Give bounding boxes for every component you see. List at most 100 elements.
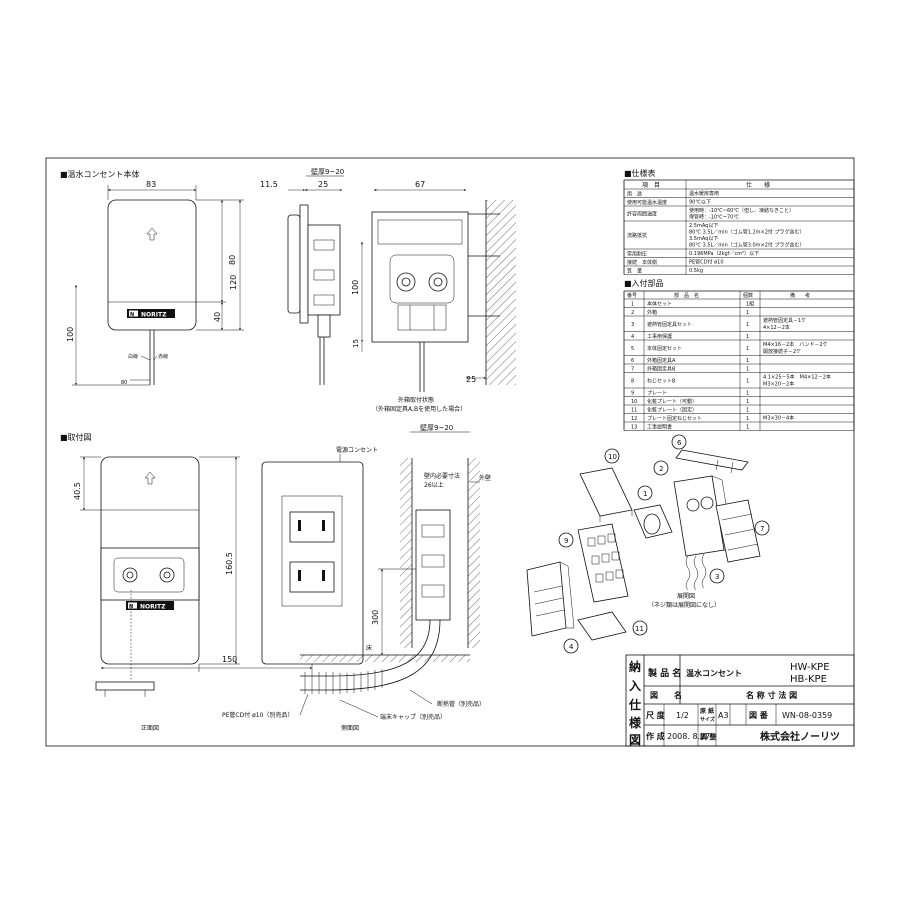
parts-row-name: ねじセットB (647, 378, 676, 384)
svg-text:3: 3 (715, 573, 719, 581)
tb-scale-label: 尺 度 (646, 710, 666, 720)
spec-row-value: 0.196MPa（2kgf／cm²）以下 (689, 251, 759, 257)
spec-row-item: 流路抵抗 (627, 232, 647, 239)
svg-text:10: 10 (608, 453, 617, 461)
parts-row-no: 5 (631, 346, 634, 352)
parts-row-no: 7 (631, 366, 634, 372)
parts-row-no: 11 (631, 407, 637, 413)
parts-row-note: M3×20－2本 (763, 381, 794, 388)
tb-model-1: HW-KPE (790, 662, 830, 673)
parts-row-name: プレート固定ねじセット (647, 415, 702, 422)
noritz-logo-text: NORITZ (141, 312, 167, 319)
tb-side-3: 仕 (628, 697, 641, 712)
parts-row-name: 化粧プレート（固定） (647, 406, 697, 413)
spec-row-value: 80℃ 3.5L／min（ゴム管3.0m×2付 プラグ含む） (689, 242, 805, 249)
section-install-title: ■取付図 (60, 432, 92, 442)
parts-row-name: 遮熱管固定具セット (647, 321, 692, 328)
parts-row-qty: 1 (746, 407, 749, 413)
dim-150: 150 (222, 655, 237, 664)
parts-row-qty: 1 (746, 322, 749, 328)
svg-text:4: 4 (569, 643, 574, 651)
install-outlet-view: 電源コンセント 150 側面図 (101, 446, 378, 732)
spec-row-value: 80℃ 3.5L／min（ゴム管1.2m×2付 プラグ含む） (689, 229, 805, 236)
tb-paper-value: A3 (718, 711, 729, 720)
noritz-logo-install-text: NORITZ (140, 604, 166, 611)
parts-row-no: 1 (631, 301, 634, 307)
tb-side-5: 図 (629, 733, 641, 747)
spec-row-value: 保管時：-10℃~70℃ (689, 214, 739, 221)
tb-drawing-name: 名 称 寸 法 図 (746, 690, 797, 700)
tb-company: 株式会社ノーリツ (760, 730, 840, 743)
spec-row-value: 0.5kg (689, 268, 703, 274)
parts-row-qty: 1 (746, 424, 749, 430)
parts-row-name: 外箱固定具A (647, 357, 676, 364)
parts-row-qty: 1 (746, 378, 749, 384)
section-main-body-title: ■温水コンセント本体 (60, 169, 140, 179)
svg-text:N: N (130, 312, 134, 318)
parts-row-name: 工事用保護 (647, 333, 672, 340)
parts-row-note: 開放接続子－2ケ (763, 348, 801, 355)
tb-created-value: 2008. 8.27 (667, 732, 710, 741)
parts-row-no: 2 (631, 310, 634, 316)
parts-row-name: プレート (647, 390, 667, 396)
label-wall-thickness: 壁厚9~20 (311, 167, 344, 176)
dim-15-back: 15 (352, 339, 360, 348)
dim-100: 100 (66, 327, 75, 342)
parts-header: 番号 (627, 292, 637, 299)
svg-text:11: 11 (635, 625, 644, 633)
sheet-border (45, 157, 855, 747)
spec-row-value: 3.5mAq以下 (689, 236, 718, 242)
parts-row-qty: 1 (746, 358, 749, 364)
parts-row-no: 8 (631, 378, 634, 384)
parts-row-no: 6 (631, 358, 634, 364)
caption-box-install-1: 外箱取付状態 (398, 396, 434, 404)
callout-3: 3 (709, 568, 725, 584)
parts-row-no: 13 (631, 424, 637, 430)
parts-row-note: 4×12－2本 (763, 324, 790, 331)
tb-drawing-label: 図 名 (650, 690, 682, 700)
spec-row-item: 常用耐圧 (627, 250, 647, 257)
callout-7: 7 (754, 520, 770, 536)
parts-row-name: 本体固定セット (647, 345, 682, 352)
label-wall-thickness-install: 壁厚9~20 (420, 423, 453, 432)
spec-header-spec: 仕 様 (746, 181, 770, 189)
spec-row-item: 用 途 (627, 190, 642, 197)
parts-row-no: 3 (631, 322, 634, 328)
parts-row-name: 化粧プレート（可動） (647, 398, 697, 405)
parts-row-qty: 1 (746, 390, 749, 396)
parts-row-name: 工事説明書 (647, 423, 672, 430)
parts-row-no: 9 (631, 390, 634, 396)
parts-row-qty: 1 (746, 366, 749, 372)
parts-header: 個数 (743, 292, 753, 299)
tb-created-label: 作 成 (646, 731, 665, 741)
dim-83: 83 (146, 180, 156, 189)
parts-row-name: 外箱 (647, 309, 657, 316)
dim-120: 120 (229, 275, 238, 290)
tb-product-label: 製 品 名 (647, 667, 681, 679)
label-inner-depth-1: 壁内必要寸法 (424, 472, 460, 480)
tb-side-1: 納 (629, 659, 641, 674)
spec-row-value: 2.5mAq以下 (689, 223, 718, 229)
label-end-cap: 端末キャップ（別売品） (380, 713, 446, 721)
parts-row-qty: 1 (746, 416, 749, 422)
callout-6: 6 (671, 434, 687, 450)
section-parts-title: ■入付部品 (624, 278, 664, 288)
parts-row-no: 10 (631, 399, 637, 405)
svg-text:6: 6 (677, 439, 682, 447)
section-spec-title: ■仕様表 (624, 168, 656, 178)
spec-row-value: 90℃以下 (689, 200, 711, 206)
parts-row-qty: 1 (746, 334, 749, 340)
tb-adjust-label: 調 整 (700, 732, 716, 741)
dim-25-back: 25 (466, 375, 476, 384)
dim-40-5: 40.5 (73, 482, 82, 500)
label-red-wire: 赤線 (158, 353, 168, 360)
dim-80-wire: 80 (121, 380, 127, 386)
label-side-view: 側面図 (341, 724, 359, 732)
up-arrow-icon-install (144, 471, 156, 485)
tb-paper-label-1: 原 紙 (700, 707, 714, 715)
label-front-view: 正面図 (141, 725, 159, 732)
tb-paper-label-2: サイズ (700, 716, 715, 723)
